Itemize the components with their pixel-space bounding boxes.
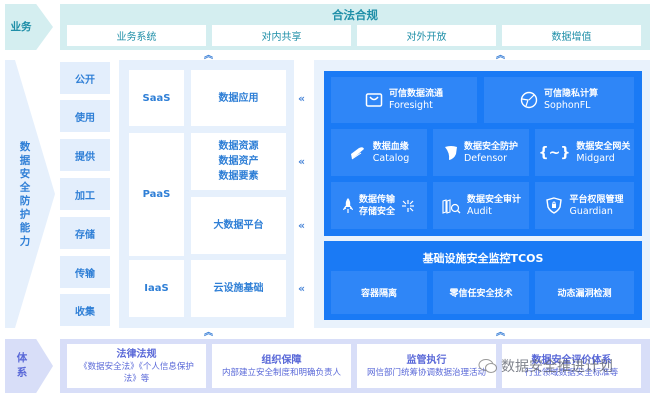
stage-public: 公开	[60, 62, 110, 94]
business-cell-value-add: 数据增值	[502, 25, 641, 46]
chevron-up-icon: ︽	[496, 328, 506, 338]
business-cell-internal-sharing: 对内共享	[212, 25, 351, 46]
stage-process: 加工	[60, 178, 110, 210]
layer-paas-data: 数据资源 数据资产 数据要素	[191, 133, 286, 190]
tcos-vuln-detection: 动态漏洞检测	[535, 271, 634, 314]
system-cell-evaluation: 数据安全评价体系 行业领域数据安全标准等	[502, 344, 641, 388]
double-chevron-left-icon: «	[298, 282, 306, 295]
system-cell-enforcement: 监管执行 网信部门统筹协调数据治理活动	[357, 344, 496, 388]
wechat-icon	[478, 359, 497, 373]
bag-icon	[365, 93, 383, 107]
stage-collect: 收集	[60, 294, 110, 326]
chevron-up-icon: ︽	[204, 51, 214, 61]
chevron-up-icon: ︽	[204, 328, 214, 338]
business-band: 合法合规 业务系统 对内共享 对外开放 数据增值	[60, 4, 650, 50]
stage-provide: 提供	[60, 139, 110, 171]
system-cell-organization: 组织保障 内部建立安全制度和明确负责人	[212, 344, 351, 388]
chevron-up-icon: ︽	[496, 51, 506, 61]
compliance-title: 合法合规	[332, 8, 378, 22]
double-chevron-left-icon: «	[298, 92, 306, 105]
tcos-title: 基础设施安全监控TCOS	[422, 252, 544, 265]
globe-icon	[520, 91, 538, 109]
stage-transmit: 传输	[60, 256, 110, 288]
business-cell-external-open: 对外开放	[357, 25, 496, 46]
lock-shield-icon	[546, 197, 563, 214]
layer-iaas-content: 云设施基础	[191, 260, 286, 317]
audit-icon	[442, 198, 461, 214]
braces-icon: {~}	[538, 144, 571, 161]
shield-icon	[444, 145, 457, 160]
business-cell-systems: 业务系统	[67, 25, 206, 46]
layer-paas-bigdata: 大数据平台	[191, 197, 286, 254]
system-band: 法律法规 《数据安全法》《个人信息保护法》等 组织保障 内部建立安全制度和明确负…	[60, 339, 650, 393]
burst-icon	[402, 199, 414, 212]
system-label: 体系	[15, 351, 28, 381]
rocket-icon	[342, 197, 353, 213]
double-chevron-left-icon: «	[298, 219, 306, 232]
capability-label: 数据安全防护能力	[18, 141, 31, 249]
product-transport-storage: 数据传输存储安全	[331, 182, 427, 229]
system-cell-laws: 法律法规 《数据安全法》《个人信息保护法》等	[67, 344, 206, 388]
stage-store: 存储	[60, 217, 110, 249]
business-label: 业务	[10, 20, 32, 33]
stage-use: 使用	[60, 100, 110, 132]
layer-iaas: IaaS	[129, 260, 184, 317]
double-chevron-left-icon: «	[298, 155, 306, 168]
book-icon	[350, 146, 364, 159]
layer-saas: SaaS	[129, 70, 184, 126]
tcos-zero-trust: 零信任安全技术	[433, 271, 529, 314]
tcos-container-isolation: 容器隔离	[331, 271, 427, 314]
watermark: 数据安全推进计划	[478, 356, 613, 376]
layer-saas-content: 数据应用	[191, 70, 286, 126]
layer-paas: PaaS	[129, 133, 184, 256]
